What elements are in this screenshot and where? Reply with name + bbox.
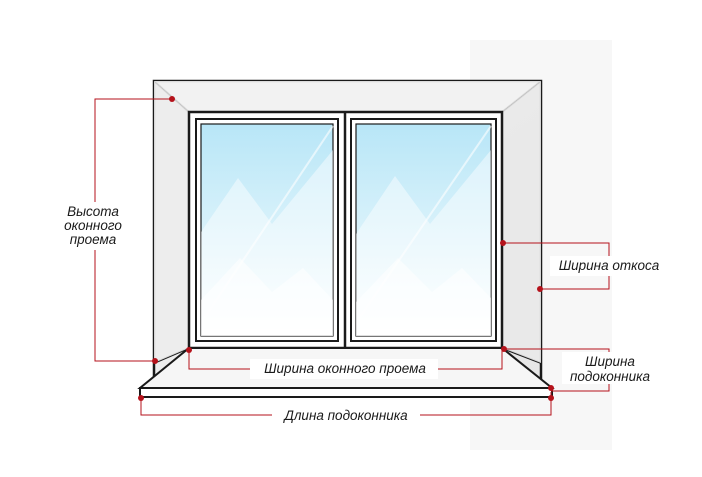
marker-height-top [169,96,175,102]
left-glass-glint [202,125,334,321]
marker-height-bottom [152,358,158,364]
label-sill-width-line-1: Ширина [585,354,635,369]
reveal-left-face [154,81,189,363]
label-sill-length: Длина подоконника [282,408,408,423]
dimension-markers [138,96,554,401]
label-opening-width: Ширина оконного проема [264,361,426,376]
label-bg-opening-width [250,359,438,379]
right-glass-highlight-lower [356,258,491,336]
marker-slope-inner [500,240,506,246]
label-bg-slope [550,256,668,276]
marker-sill-left [138,395,144,401]
reveal-right-face [502,81,541,363]
label-sill-width-line-2: подоконника [570,369,651,384]
label-opening-height-line-1: Высота [67,204,119,219]
sill-front-edge [139,387,553,398]
marker-sill-front-right [548,385,554,391]
marker-opening-right [501,346,507,352]
right-glass-glint [357,125,492,321]
label-bg-height [50,202,140,250]
label-bg-sill-length [272,406,420,426]
label-slope-width: Ширина откоса [559,258,660,273]
marker-sill-right [548,395,554,401]
reveal-top-face [154,81,541,112]
left-glass-highlight-lower [201,258,333,336]
window-frame [187,110,504,350]
label-opening-height-line-2: оконного [64,218,122,233]
marker-opening-left [186,347,192,353]
label-opening-height-line-3: проема [70,232,117,247]
marker-slope-outer [537,286,543,292]
label-bg-sill-width [562,352,660,384]
